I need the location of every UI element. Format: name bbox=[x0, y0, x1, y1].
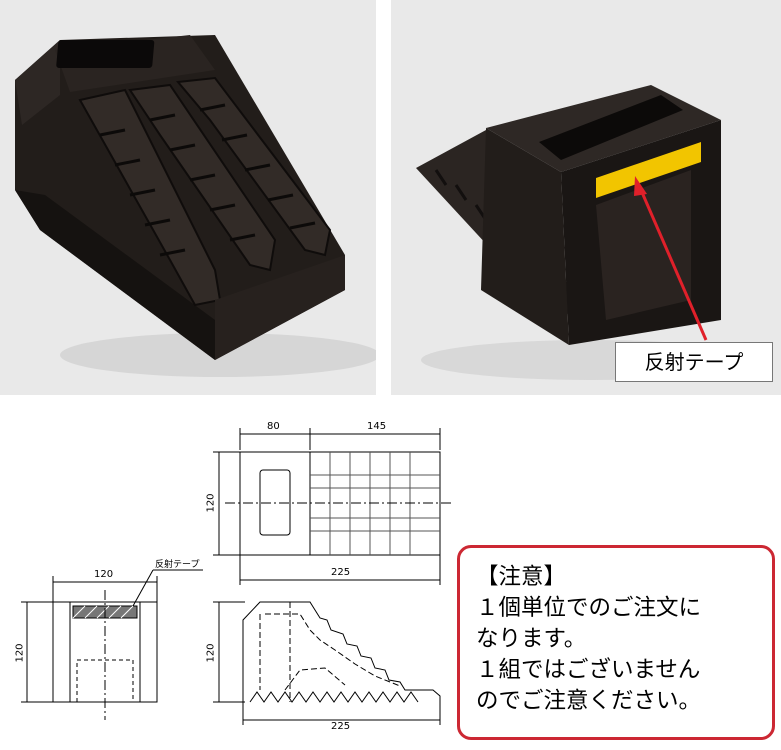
wheel-chock-image bbox=[0, 0, 376, 395]
dimension-label: 120 bbox=[205, 643, 217, 663]
order-notice-box: 【注意】 １個単位でのご注文に なります。 １組ではございません のでご注意くだ… bbox=[457, 545, 775, 740]
product-photo-top-view bbox=[0, 0, 376, 395]
dimension-label: 225 bbox=[331, 567, 351, 578]
notice-line: １組ではございません bbox=[476, 657, 701, 683]
top-view-outline bbox=[213, 428, 453, 585]
dimension-label: 120 bbox=[14, 643, 26, 663]
tape-label: 反射テープ bbox=[155, 560, 200, 570]
notice-line: １個単位でのご注文に bbox=[476, 595, 702, 621]
dimension-label: 120 bbox=[205, 493, 217, 513]
side-view-drawing: 120 225 bbox=[205, 590, 455, 735]
reflective-tape-callout: 反射テープ bbox=[615, 342, 773, 382]
notice-heading: 【注意】 bbox=[476, 564, 567, 590]
dimension-label: 80 bbox=[267, 421, 280, 432]
front-view-drawing: 120 120 反射テープ bbox=[15, 560, 215, 730]
side-view-outline bbox=[213, 601, 441, 725]
dimension-label: 225 bbox=[331, 721, 351, 732]
wheel-chock-image bbox=[391, 0, 781, 395]
dimension-label: 120 bbox=[94, 569, 114, 580]
dimension-label: 145 bbox=[367, 421, 387, 432]
top-view-drawing: 80 145 225 120 bbox=[205, 420, 455, 595]
front-view-outline bbox=[21, 569, 203, 720]
notice-line: なります。 bbox=[476, 626, 587, 652]
product-photo-rear-view bbox=[391, 0, 781, 395]
notice-line: のでご注意ください。 bbox=[476, 688, 702, 714]
